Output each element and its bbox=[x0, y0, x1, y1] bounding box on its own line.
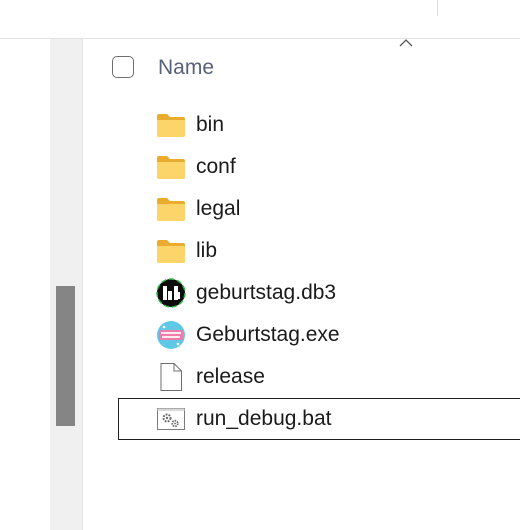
batch-file-icon bbox=[157, 408, 185, 430]
scrollbar-thumb[interactable] bbox=[56, 286, 75, 426]
pane-divider bbox=[82, 39, 83, 530]
folder-icon bbox=[157, 114, 185, 137]
file-name: conf bbox=[196, 155, 236, 178]
top-toolbar bbox=[0, 0, 520, 39]
folder-icon bbox=[157, 198, 185, 221]
toolbar-divider bbox=[437, 0, 438, 16]
folder-icon bbox=[157, 156, 185, 179]
nav-pane-scrollbar[interactable] bbox=[50, 39, 82, 530]
navigation-pane bbox=[0, 39, 50, 530]
file-name: run_debug.bat bbox=[196, 407, 332, 430]
file-name: legal bbox=[196, 197, 241, 220]
column-header-row: Name bbox=[100, 48, 520, 88]
folder-icon bbox=[157, 240, 185, 263]
name-column-header[interactable]: Name bbox=[158, 56, 215, 79]
file-row-geburtstag-db3[interactable]: geburtstag.db3 bbox=[118, 272, 520, 314]
file-row-lib[interactable]: lib bbox=[118, 230, 520, 272]
file-name: release bbox=[196, 365, 265, 388]
happy-birthday-app-icon bbox=[157, 321, 185, 349]
file-row-run-debug-bat[interactable]: run_debug.bat bbox=[118, 398, 520, 440]
file-row-conf[interactable]: conf bbox=[118, 146, 520, 188]
sqlite-db-icon bbox=[156, 278, 186, 308]
file-name: geburtstag.db3 bbox=[196, 281, 337, 304]
file-name: lib bbox=[196, 239, 218, 262]
file-row-legal[interactable]: legal bbox=[118, 188, 520, 230]
sort-ascending-icon[interactable] bbox=[398, 38, 414, 48]
file-row-bin[interactable]: bin bbox=[118, 104, 520, 146]
blank-file-icon bbox=[160, 363, 182, 391]
file-name: Geburtstag.exe bbox=[196, 323, 340, 346]
select-all-checkbox[interactable] bbox=[112, 56, 134, 78]
file-row-release[interactable]: release bbox=[118, 356, 520, 398]
file-name: bin bbox=[196, 113, 225, 136]
file-row-geburtstag-exe[interactable]: Geburtstag.exe bbox=[118, 314, 520, 356]
